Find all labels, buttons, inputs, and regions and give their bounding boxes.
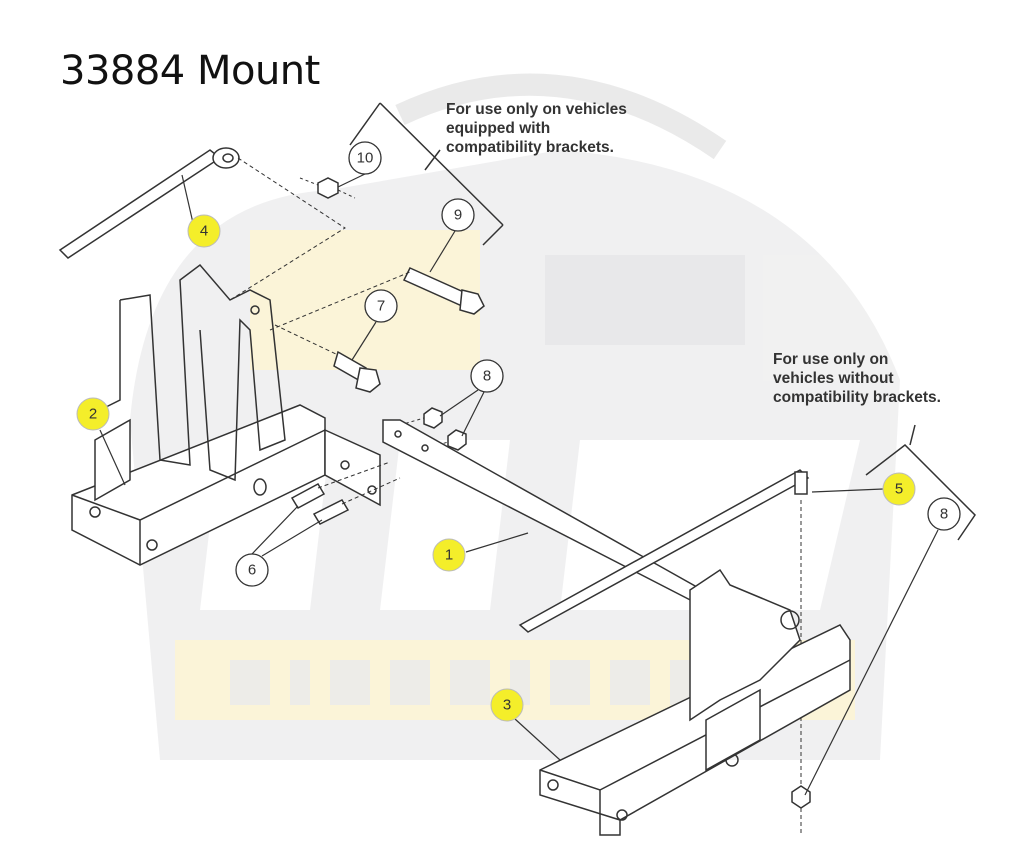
- watermark-arc-shape: [395, 73, 727, 160]
- callout-circle: [76, 397, 110, 431]
- callout-8: 8: [470, 359, 504, 393]
- callout-circle: [927, 497, 961, 531]
- callout-label: 4: [200, 223, 208, 240]
- callout-circle: [235, 553, 269, 587]
- part-2-left-bracket: [71, 263, 381, 566]
- note-line: For use only on vehicles: [446, 101, 627, 118]
- callout-label: 7: [377, 298, 385, 315]
- callout-circle: [187, 214, 221, 248]
- note-bracket-2: [865, 424, 976, 541]
- note-line: equipped with: [446, 120, 551, 137]
- callout-7: 7: [364, 289, 398, 323]
- callout-circle: [432, 538, 466, 572]
- note-line: vehicles without: [773, 370, 894, 387]
- leader-lines: [99, 173, 939, 796]
- callout-circle: [470, 359, 504, 393]
- note-without-compatibility-brackets: For use only on vehicles without compati…: [773, 350, 941, 407]
- part-3-right-bracket: [539, 568, 851, 836]
- part-8-nut-lower: [791, 785, 811, 809]
- callout-circle: [441, 198, 475, 232]
- diagram-title: 33884 Mount: [60, 48, 320, 94]
- callout-6: 6: [235, 553, 269, 587]
- part-4-rod: [58, 147, 346, 301]
- callout-label: 2: [89, 406, 97, 423]
- part-6-bolts: [290, 461, 401, 525]
- callout-9: 9: [441, 198, 475, 232]
- callout-1: 1: [432, 538, 466, 572]
- callout-3: 3: [490, 688, 524, 722]
- callout-2: 2: [76, 397, 110, 431]
- part-7-bolt: [274, 324, 381, 393]
- note-compatibility-brackets: For use only on vehicles equipped with c…: [446, 100, 627, 157]
- note-bracket-1: [349, 102, 504, 246]
- callout-label: 8: [940, 506, 948, 523]
- part-9-bolt: [269, 267, 485, 331]
- part-10-nut: [299, 177, 356, 199]
- callout-label: 8: [483, 368, 491, 385]
- callout-label: 10: [357, 150, 374, 167]
- part-8-nuts: [399, 407, 467, 453]
- callout-5: 5: [882, 472, 916, 506]
- note-line: For use only on: [773, 351, 889, 368]
- note-line: compatibility brackets.: [773, 389, 941, 406]
- callout-10: 10: [348, 141, 382, 175]
- note-line: compatibility brackets.: [446, 139, 614, 156]
- callout-label: 1: [445, 547, 453, 564]
- callout-circle: [364, 289, 398, 323]
- callout-8-lower: 8: [927, 497, 961, 531]
- callout-circle: [490, 688, 524, 722]
- callout-circle: [348, 141, 382, 175]
- callout-label: 6: [248, 562, 256, 579]
- callout-label: 3: [503, 697, 511, 714]
- callout-circle: [882, 472, 916, 506]
- callout-4: 4: [187, 214, 221, 248]
- callout-label: 5: [895, 481, 903, 498]
- part-5-pin: [518, 469, 810, 835]
- callout-label: 9: [454, 207, 462, 224]
